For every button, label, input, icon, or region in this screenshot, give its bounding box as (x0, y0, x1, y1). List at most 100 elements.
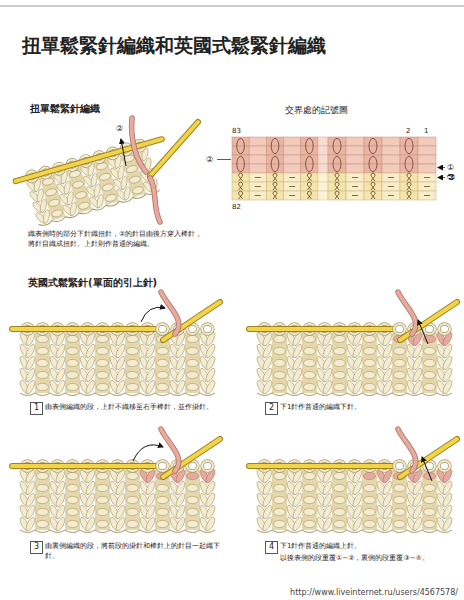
column-number: 1 (424, 126, 428, 136)
purl-stitch (334, 520, 346, 527)
purl-column (35, 470, 50, 530)
chart-cell (328, 182, 346, 191)
knit-stitch (411, 343, 423, 359)
purl-stitch (67, 359, 79, 366)
chart-cell (382, 137, 400, 146)
chart-gap (318, 164, 328, 173)
purl-stitch (126, 164, 139, 173)
knit-stitch (204, 343, 216, 359)
chart-cell (382, 173, 400, 182)
purl-stitch (274, 359, 286, 366)
purl-stitch (304, 484, 316, 491)
needle-loop (439, 461, 450, 471)
needle (249, 463, 392, 469)
purl-stitch (304, 508, 316, 515)
purl-stitch (157, 508, 169, 515)
yarn (161, 429, 179, 471)
slip-symbol (369, 156, 377, 171)
purl-stitch (187, 520, 199, 527)
yarn (132, 118, 146, 172)
knit-stitch (351, 367, 363, 383)
chart-cell (382, 191, 400, 200)
purl-stitch (67, 520, 79, 527)
purl-stitch (37, 472, 49, 479)
slip-symbol (271, 156, 279, 171)
knit-stitch (261, 367, 273, 383)
purl-symbol (352, 195, 358, 196)
chart-cell (346, 137, 364, 146)
yarn (132, 118, 146, 172)
step-illustration (12, 292, 220, 396)
knit-stitch (411, 504, 423, 520)
purl-column (302, 333, 317, 393)
twist-symbol (239, 182, 243, 190)
purl-stitch (274, 520, 286, 527)
chart-cell (400, 191, 418, 200)
purl-column (185, 333, 200, 393)
chart-cell (301, 173, 318, 182)
knit-stitch (381, 343, 393, 359)
cast-on-edge (39, 190, 161, 227)
purl-stitch (187, 359, 199, 366)
knit-stitch (54, 480, 66, 496)
stitch-chart (217, 137, 445, 200)
chart-cell (418, 173, 436, 182)
knit-stitch (174, 343, 186, 359)
chart-cell (418, 155, 436, 164)
knit-stitch (204, 480, 216, 496)
purl-stitch (304, 347, 316, 354)
purl-stitch (364, 383, 376, 390)
slip-symbol (306, 156, 314, 171)
purl-stitch (334, 335, 346, 342)
callout-number: ① (447, 162, 454, 174)
knit-stitch (321, 504, 333, 520)
purl-stitch (132, 186, 145, 195)
knit-stitch (24, 343, 36, 359)
knit-stitch (441, 492, 453, 508)
needle-loop (157, 324, 168, 334)
step-number: 3 (34, 542, 39, 551)
purl-stitch (274, 383, 286, 390)
purl-stitch (127, 371, 139, 378)
purl-stitch (67, 383, 79, 390)
chart-cell (418, 191, 436, 200)
callout-number: ㉖ (447, 172, 455, 184)
needle (12, 464, 155, 468)
knit-stitch (69, 202, 77, 217)
knit-stitch (441, 516, 453, 532)
needle (249, 327, 392, 331)
cast-on-edge (20, 530, 215, 533)
purl-stitch (394, 508, 406, 515)
chart-cell (328, 191, 346, 200)
purl-stitch (48, 198, 61, 207)
knit-stitch (321, 480, 333, 496)
needle-loop (439, 324, 450, 334)
purl-symbol (352, 177, 358, 178)
purl-stitch (364, 496, 376, 503)
knit-stitch (351, 492, 363, 508)
purl-stitch (127, 520, 139, 527)
purl-column (362, 470, 377, 530)
knit-stitch (381, 492, 393, 508)
purl-column (272, 470, 287, 530)
caption: 織表側時的部分下針織扭針，②的針目由後方穿入棒針，將針目織成扭針。上針則作普通的… (28, 229, 208, 249)
chart-cell (328, 173, 346, 182)
chart-cell (364, 182, 382, 191)
twist-symbol (335, 182, 339, 190)
knit-stitch (144, 367, 156, 383)
knit-stitch (441, 504, 453, 520)
knit-stitch (84, 492, 96, 508)
knit-stitch (114, 343, 126, 359)
purl-stitch (105, 193, 118, 202)
step-caption: 以後表側的段重覆①~②，裏側的段重覆③~④。 (280, 553, 455, 563)
purl-stitch (424, 496, 436, 503)
fabric-group (14, 134, 175, 229)
slip-symbol (333, 156, 341, 171)
purl-column (65, 333, 80, 393)
knit-stitch (381, 367, 393, 383)
purl-column (272, 333, 287, 393)
purl-stitch (364, 520, 376, 527)
step-number: 4 (269, 542, 274, 551)
slip-symbol (271, 138, 279, 153)
yarn (161, 292, 179, 334)
